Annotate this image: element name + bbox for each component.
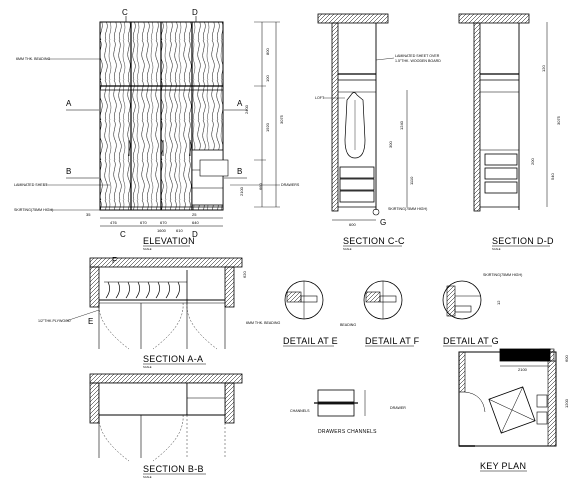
door-swing [464,391,486,413]
cut-marker-a-left: A [66,99,72,108]
detail-g-title: DETAIL AT G [443,336,499,346]
label-beading: 6MM THK. BEADING [16,57,50,61]
dim-aa-620: 620 [242,271,247,278]
section-cc-title: SECTION C-C [343,236,405,246]
cut-marker-c-bottom: C [120,230,126,239]
section-cc-scale: SCALE [343,247,352,251]
drawer-channels-title: DRAWERS CHANNELS [318,429,377,435]
dim-elev-1600: 1600 [157,228,167,233]
section-aa-scale: SCALE [143,365,152,369]
label-skirting-g: SKIRTING(75MM HIGH) [483,273,522,277]
cut-marker-d-bottom: D [192,230,198,239]
detail-e-title: DETAIL AT E [283,336,338,346]
dim-elev-2100: 2100 [239,186,244,196]
section-dd-view: 120 3075 200 540 SECTION D-D SCALE [458,13,561,251]
detail-marker-g: G [380,218,386,227]
bed-symbol [488,386,536,434]
label-drawer: DRAWER [390,406,406,410]
elevation-scale: SCALE [143,247,152,251]
dim-elev-35: 35 [86,212,91,217]
cut-marker-a-right: A [237,99,243,108]
detail-f-title: DETAIL AT F [365,336,420,346]
detail-marker-f: F [112,256,117,265]
detail-g-view: SKIRTING(75MM HIGH) 12 DETAIL AT G [442,273,522,347]
section-aa-title: SECTION A-A [143,354,203,364]
elevation-view: C D C D A A B B 6MM THK. BEADING LAMINAT… [14,8,300,251]
label-beading-e: 6MM THK. BEADING [246,321,280,325]
dim-cc-600: 600 [349,222,356,227]
dim-cc-1240: 1240 [399,120,404,130]
dim-elev-100: 100 [265,75,270,82]
dim-dd-120: 120 [541,65,546,72]
detail-e-view: 6MM THK. BEADING DETAIL AT E [246,280,338,347]
dim-g-12: 12 [496,300,501,305]
dim-elev-3075: 3075 [279,114,284,124]
dim-elev-670a: 670 [140,220,147,225]
label-laminated-sheet: LAMINATED SHEET [14,183,48,187]
label-skirting: SKIRTING(75MM HIGH) [14,208,53,212]
dim-dd-540: 540 [550,173,555,180]
label-laminated-sheet-over: LAMINATED SHEET OVER [395,54,440,58]
label-loft: LOFT [315,96,325,100]
cut-marker-b-left: B [66,167,71,176]
section-bb-view: SECTION B-B SCALE [89,373,243,479]
dim-elev-476: 476 [110,220,117,225]
label-drawers: DRAWERS [281,183,300,187]
dim-cc-1110: 1110 [409,176,414,185]
section-bb-scale: SCALE [143,475,152,479]
dim-elev-670b: 670 [160,220,167,225]
key-plan-title: KEY PLAN [480,461,526,471]
label-beading-f: BEADING [340,323,356,327]
dim-elev-800: 800 [265,48,270,55]
section-cc-view: G LAMINATED SHEET OVER 1.5"THK. WOODEN B… [315,13,441,251]
dim-elev-1920: 1920 [265,122,270,132]
dim-dd-3075: 3075 [556,115,561,125]
dim-elev-660: 660 [258,183,263,190]
section-dd-scale: SCALE [492,247,501,251]
section-dd-title: SECTION D-D [492,236,554,246]
label-wooden-board: 1.5"THK. WOODEN BOARD [395,59,441,63]
key-plan-view: 2100 600 1200 KEY PLAN [458,348,569,472]
label-plywood: 1/2"THK.PLYWOOD [38,319,71,323]
label-channels: CHANNELS [290,409,310,413]
cut-marker-b-right: B [237,167,242,176]
dim-dd-200: 200 [530,158,535,165]
garment-shape [344,92,366,159]
dim-cc-300: 300 [388,141,393,148]
drawers-box [191,149,224,206]
drawer-channels-view: CHANNELS DRAWER DRAWERS CHANNELS [290,389,406,435]
section-bb-title: SECTION B-B [143,464,204,474]
label-skirting-cc: SKIRTING(75MM HIGH) [388,207,427,211]
dim-kp-1200: 1200 [564,398,569,408]
detail-f-view: BEADING DETAIL AT F [340,280,420,347]
dim-elev-610: 610 [176,228,183,233]
elevation-title: ELEVATION [143,236,195,246]
dim-kp-600: 600 [564,355,569,362]
cut-marker-c-top: C [122,8,128,17]
cut-marker-d-top: D [192,8,198,17]
section-aa-view: F E 620 1/2"THK.PLYWOOD SECTION A-A SCAL… [38,256,247,369]
detail-marker-e: E [88,317,93,326]
dim-kp-2100: 2100 [518,367,528,372]
dim-elev-640: 640 [192,220,199,225]
dim-elev-2400: 2400 [244,104,249,114]
dim-elev-25: 25 [192,212,197,217]
